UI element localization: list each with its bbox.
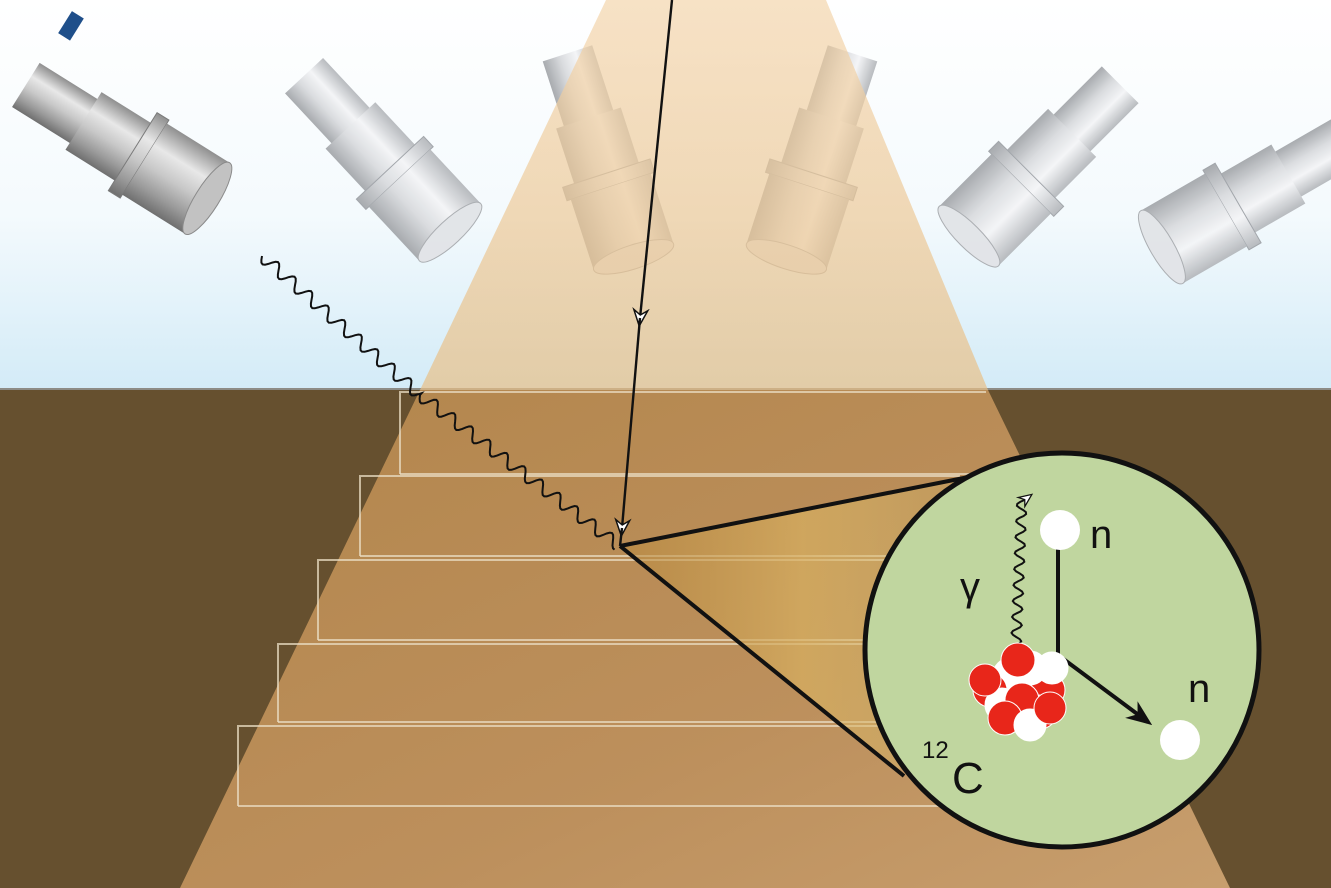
carbon-mass-label: 12 [922,737,949,764]
gamma-label: γ [960,565,980,609]
neutron-path-1 [640,0,674,318]
carbon-symbol-label: C [952,754,984,803]
neutron-right [1160,720,1200,760]
neutron-top-label: n [1090,513,1112,557]
neutron-top [1040,510,1080,550]
inset-gamma-ray [1010,498,1027,646]
inset-circle [862,450,1262,850]
detector-1 [0,11,243,245]
neutron-right-label: n [1188,667,1210,711]
carbon-nucleus [968,642,1069,742]
zoom-line-top [619,472,985,548]
neutron-path-2 [622,317,642,528]
neutron-beam-upper [420,0,988,390]
soil-layers [237,391,986,807]
neutron-track-out [1056,653,1153,726]
gamma-ray-path [260,255,616,551]
inset-reaction: n n γ 12 C [862,450,1262,850]
zoom-line-bottom [618,544,906,778]
